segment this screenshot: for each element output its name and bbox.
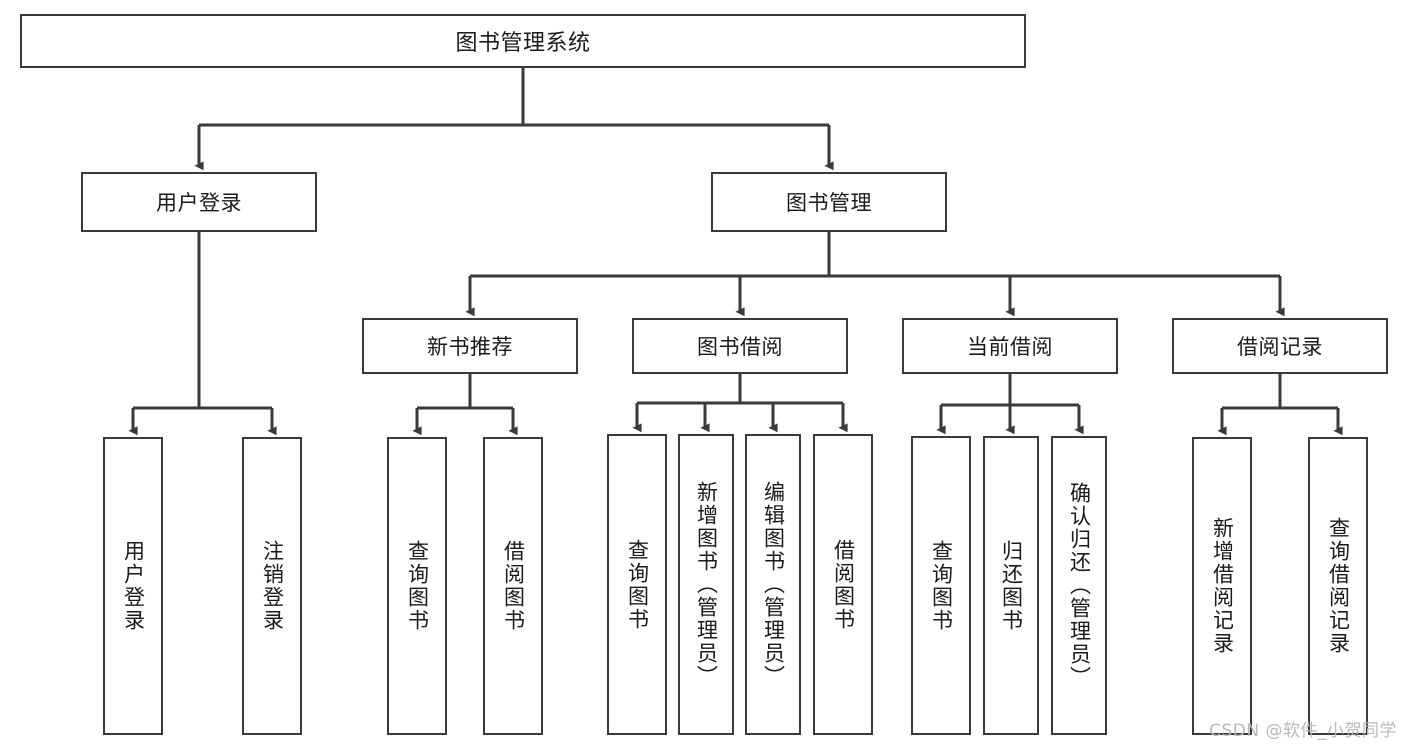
node-borrow-record[interactable]: 借阅记录 [1172,318,1388,374]
leaf-add-borrow-record[interactable]: 新增借阅记录 [1192,437,1252,735]
node-label: 借阅记录 [1237,335,1323,359]
leaf-return-book[interactable]: 归还图书 [983,436,1039,735]
node-label: 图书借阅 [697,335,783,359]
leaf-query-book-recommend[interactable]: 查询图书 [387,437,447,735]
node-label: 借阅图书 [831,538,856,631]
leaf-add-book-admin[interactable]: 新增图书（管理员） [678,434,734,735]
leaf-query-book-borrow[interactable]: 查询图书 [607,434,667,735]
leaf-confirm-return-admin[interactable]: 确认归还（管理员） [1051,436,1107,735]
node-label: 注销登录 [260,540,285,632]
node-label: 查询借阅记录 [1326,517,1351,655]
node-label: 用户登录 [121,540,146,632]
node-label: 确认归还（管理员） [1067,482,1092,689]
node-label: 编辑图书（管理员） [761,481,786,688]
node-label: 新增借阅记录 [1210,517,1235,655]
node-label: 归还图书 [999,539,1024,632]
node-book-management[interactable]: 图书管理 [711,172,947,232]
node-label: 查询图书 [405,540,430,632]
node-label: 查询图书 [929,539,954,632]
node-label: 用户登录 [156,191,242,215]
leaf-edit-book-admin[interactable]: 编辑图书（管理员） [745,434,801,735]
node-book-borrow[interactable]: 图书借阅 [632,318,848,374]
leaf-logout[interactable]: 注销登录 [242,437,302,735]
leaf-query-borrow-record[interactable]: 查询借阅记录 [1308,437,1368,735]
leaf-borrow-book-recommend[interactable]: 借阅图书 [483,437,543,735]
node-label: 当前借阅 [967,335,1053,359]
node-label: 借阅图书 [501,540,526,632]
node-label: 查询图书 [625,538,650,631]
node-label: 新书推荐 [427,335,513,359]
leaf-query-book-current[interactable]: 查询图书 [911,436,971,735]
leaf-borrow-book[interactable]: 借阅图书 [813,434,873,735]
node-current-borrow[interactable]: 当前借阅 [902,318,1118,374]
leaf-user-login[interactable]: 用户登录 [103,437,163,735]
node-label: 图书管理 [786,191,872,215]
node-new-book-recommendation[interactable]: 新书推荐 [362,318,578,374]
node-user-login[interactable]: 用户登录 [81,172,317,232]
node-root-system[interactable]: 图书管理系统 [20,14,1026,68]
node-label: 新增图书（管理员） [694,481,719,688]
node-label: 图书管理系统 [455,31,591,56]
